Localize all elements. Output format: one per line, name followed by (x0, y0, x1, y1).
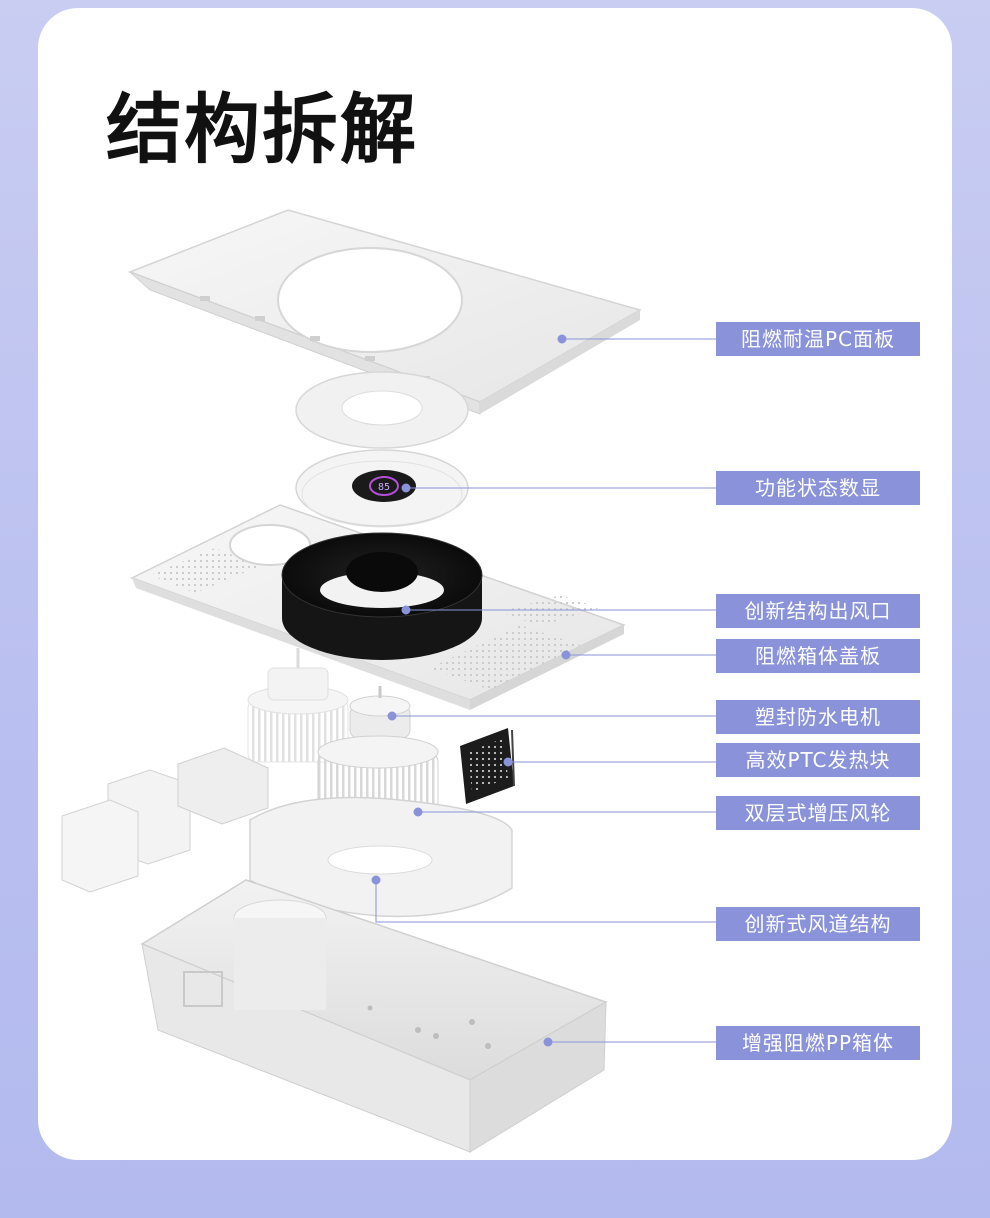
side-bracket-parts (61, 747, 269, 893)
label-air-outlet: 创新结构出风口 (716, 594, 920, 628)
leader-dot (561, 650, 571, 660)
leader-dot (401, 483, 411, 493)
pp-box-body (140, 879, 608, 1153)
label-ptc-heater: 高效PTC发热块 (716, 743, 920, 777)
rear-motor-assembly (247, 648, 349, 763)
page-title: 结构拆解 (106, 85, 418, 174)
label-pp-box: 增强阻燃PP箱体 (716, 1026, 920, 1060)
label-motor: 塑封防水电机 (716, 700, 920, 734)
label-air-duct: 创新式风道结构 (716, 907, 920, 941)
leader-lines (371, 334, 716, 1047)
label-digital-display: 功能状态数显 (716, 471, 920, 505)
label-pc-panel: 阻燃耐温PC面板 (716, 322, 920, 356)
leader-dot (503, 757, 513, 767)
display-digits: 85 (378, 482, 390, 493)
sealed-waterproof-motor (349, 686, 411, 739)
leader-dot (371, 875, 381, 885)
ptc-heater-block (460, 728, 515, 804)
label-blower-wheel: 双层式增压风轮 (716, 796, 920, 830)
leader-dot (557, 334, 567, 344)
leader-dot (401, 605, 411, 615)
leader-dot (387, 711, 397, 721)
outlet-fan-housing (281, 532, 483, 660)
leader-dot (543, 1037, 553, 1047)
panel-ring (295, 371, 469, 449)
label-box-cover: 阻燃箱体盖板 (716, 639, 920, 673)
digital-display-cover: 85 (295, 449, 469, 528)
leader-dot (413, 807, 423, 817)
